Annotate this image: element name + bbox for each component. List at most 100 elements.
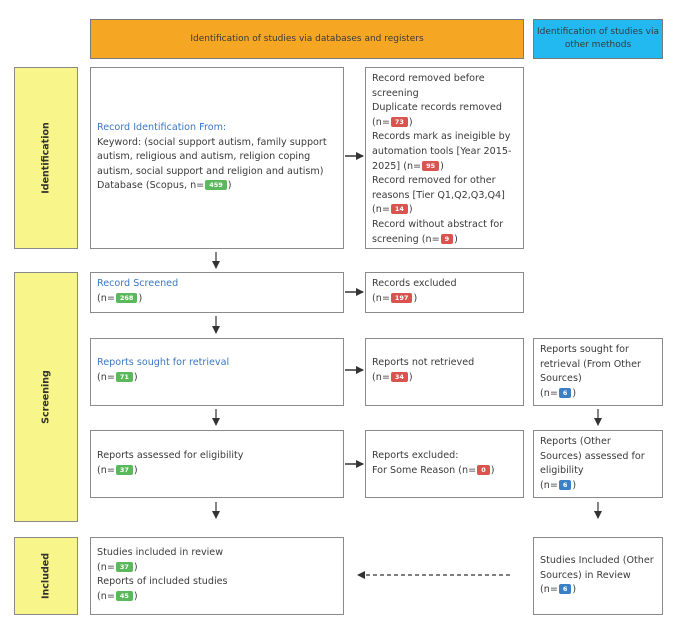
no-abstract-count-line: screening (n=9)	[372, 233, 517, 248]
included-reports-count-line: (n=45)	[97, 590, 337, 605]
n-prefix: (n=	[97, 590, 115, 602]
eligibility-count-line: (n=37)	[97, 464, 337, 479]
reports-excluded-line-1: Reports excluded:	[372, 450, 459, 461]
n-close: )	[138, 292, 143, 304]
other-sources-included-box: Studies Included (Other Sources) in Revi…	[533, 537, 663, 615]
removed-line-2: screening	[372, 87, 419, 99]
n-close: )	[133, 371, 138, 383]
record-screened-box: Record Screened (n=268)	[90, 272, 344, 313]
n-close: )	[408, 204, 413, 216]
other-reasons-count-line: (n=14)	[372, 203, 517, 218]
other-included-line-1: Studies Included (Other	[540, 555, 654, 566]
included-studies-count-badge: 37	[115, 561, 133, 572]
reports-sought-box: Reports sought for retrieval (n=71)	[90, 338, 344, 406]
n-close: )	[133, 464, 138, 476]
n-prefix: (n=	[372, 371, 390, 383]
included-studies-count-line: (n=37)	[97, 561, 337, 576]
removed-line-1: Record removed before	[372, 73, 485, 84]
n-close: )	[408, 371, 413, 383]
ineligible-count-badge: 95	[422, 160, 440, 171]
phase-screening: Screening	[14, 272, 78, 522]
removed-before-screening-box: Record removed before screening Duplicat…	[365, 67, 524, 249]
reports-excluded-count-badge: 0	[477, 464, 490, 475]
n-prefix: (n=	[97, 464, 115, 476]
included-line-3: Reports of included studies	[97, 576, 228, 588]
other-eligibility-line-3: eligibility	[540, 465, 584, 477]
identification-box: Record Identification From: Keyword: (so…	[90, 67, 344, 249]
databases-header: Identification of studies via databases …	[90, 19, 524, 59]
other-sought-line-2: retrieval (From Other	[540, 358, 641, 370]
database-label: Database (Scopus, n=	[97, 180, 205, 192]
phase-identification: Identification	[14, 67, 78, 249]
n-prefix: (n=	[540, 584, 558, 596]
database-line: Database (Scopus, n=459)	[97, 179, 337, 194]
records-excluded-count-line: (n=197)	[372, 292, 517, 307]
eligibility-count-badge: 37	[115, 464, 133, 475]
other-sought-line-1: Reports sought for	[540, 344, 629, 355]
other-eligibility-count-badge: 6	[558, 479, 572, 490]
record-screened-count-badge: 268	[115, 292, 138, 303]
duplicates-count-badge: 73	[390, 116, 408, 127]
reports-not-retrieved-box: Reports not retrieved (n=34)	[365, 338, 524, 406]
other-included-count-badge: 6	[558, 584, 572, 595]
n-prefix: (n=	[97, 371, 115, 383]
keyword-line-3: autism, social support and religion and …	[97, 165, 324, 177]
included-line-1: Studies included in review	[97, 547, 224, 558]
removed-line-11: Record without abstract for	[372, 218, 504, 230]
other-methods-header-label: Identification of studies via other meth…	[537, 27, 659, 50]
n-prefix: (n=	[372, 292, 390, 304]
included-box: Studies included in review (n=37) Report…	[90, 537, 344, 615]
ineligible-count-line: 2025] (n=95)	[372, 160, 517, 175]
databases-header-label: Identification of studies via databases …	[190, 33, 424, 44]
reports-excluded-count-line: For Some Reason (n=0)	[372, 464, 517, 479]
records-excluded-count-badge: 197	[390, 292, 413, 303]
reports-not-retrieved-count-line: (n=34)	[372, 371, 517, 386]
removed-line-6: automation tools [Year 2015-	[372, 145, 512, 157]
n-close: )	[133, 590, 138, 602]
reports-sought-count-line: (n=71)	[97, 371, 337, 386]
other-sought-count-line: (n=6)	[540, 387, 656, 402]
other-sources-sought-box: Reports sought for retrieval (From Other…	[533, 338, 663, 406]
other-sought-line-3: Sources)	[540, 373, 582, 385]
records-excluded-title: Records excluded	[372, 278, 457, 289]
n-close: )	[572, 479, 577, 491]
database-count-badge: 459	[205, 180, 227, 191]
n-close: )	[440, 160, 444, 172]
records-excluded-box: Records excluded (n=197)	[365, 272, 524, 313]
n-close: )	[408, 116, 413, 128]
n-close: )	[490, 464, 495, 476]
identification-title: Record Identification From:	[97, 122, 227, 133]
n-close: )	[454, 233, 458, 245]
reports-excluded-prefix: For Some Reason (n=	[372, 464, 477, 476]
other-sources-eligibility-box: Reports (Other Sources) assessed for eli…	[533, 430, 663, 498]
eligibility-title: Reports assessed for eligibility	[97, 450, 244, 461]
n-close: )	[572, 387, 577, 399]
included-reports-count-badge: 45	[115, 590, 133, 601]
n-close: )	[133, 561, 138, 573]
phase-included: Included	[14, 537, 78, 615]
no-abstract-count-badge: 9	[440, 233, 454, 244]
n-prefix: (n=	[372, 204, 390, 216]
n-prefix: (n=	[540, 387, 558, 399]
n-prefix: (n=	[97, 561, 115, 573]
duplicates-count-line: (n=73)	[372, 116, 517, 131]
n-close: )	[413, 292, 418, 304]
record-screened-count-line: (n=268)	[97, 292, 337, 307]
keyword-line-2: autism, religious and autism, religion c…	[97, 151, 311, 163]
n-prefix: (n=	[372, 116, 390, 128]
n-prefix: (n=	[540, 479, 558, 491]
n-close: )	[572, 584, 577, 596]
removed-line-3: Duplicate records removed	[372, 102, 502, 114]
ineligible-prefix: 2025] (n=	[372, 160, 422, 172]
other-eligibility-line-1: Reports (Other	[540, 436, 611, 447]
database-close: )	[227, 180, 232, 192]
other-included-line-2: Sources) in Review	[540, 569, 631, 581]
reports-sought-title: Reports sought for retrieval	[97, 357, 230, 368]
other-eligibility-count-line: (n=6)	[540, 479, 656, 494]
n-prefix: (n=	[97, 292, 115, 304]
eligibility-box: Reports assessed for eligibility (n=37)	[90, 430, 344, 498]
other-eligibility-line-2: Sources) assessed for	[540, 450, 645, 462]
reports-sought-count-badge: 71	[115, 371, 133, 382]
other-included-count-line: (n=6)	[540, 583, 656, 598]
